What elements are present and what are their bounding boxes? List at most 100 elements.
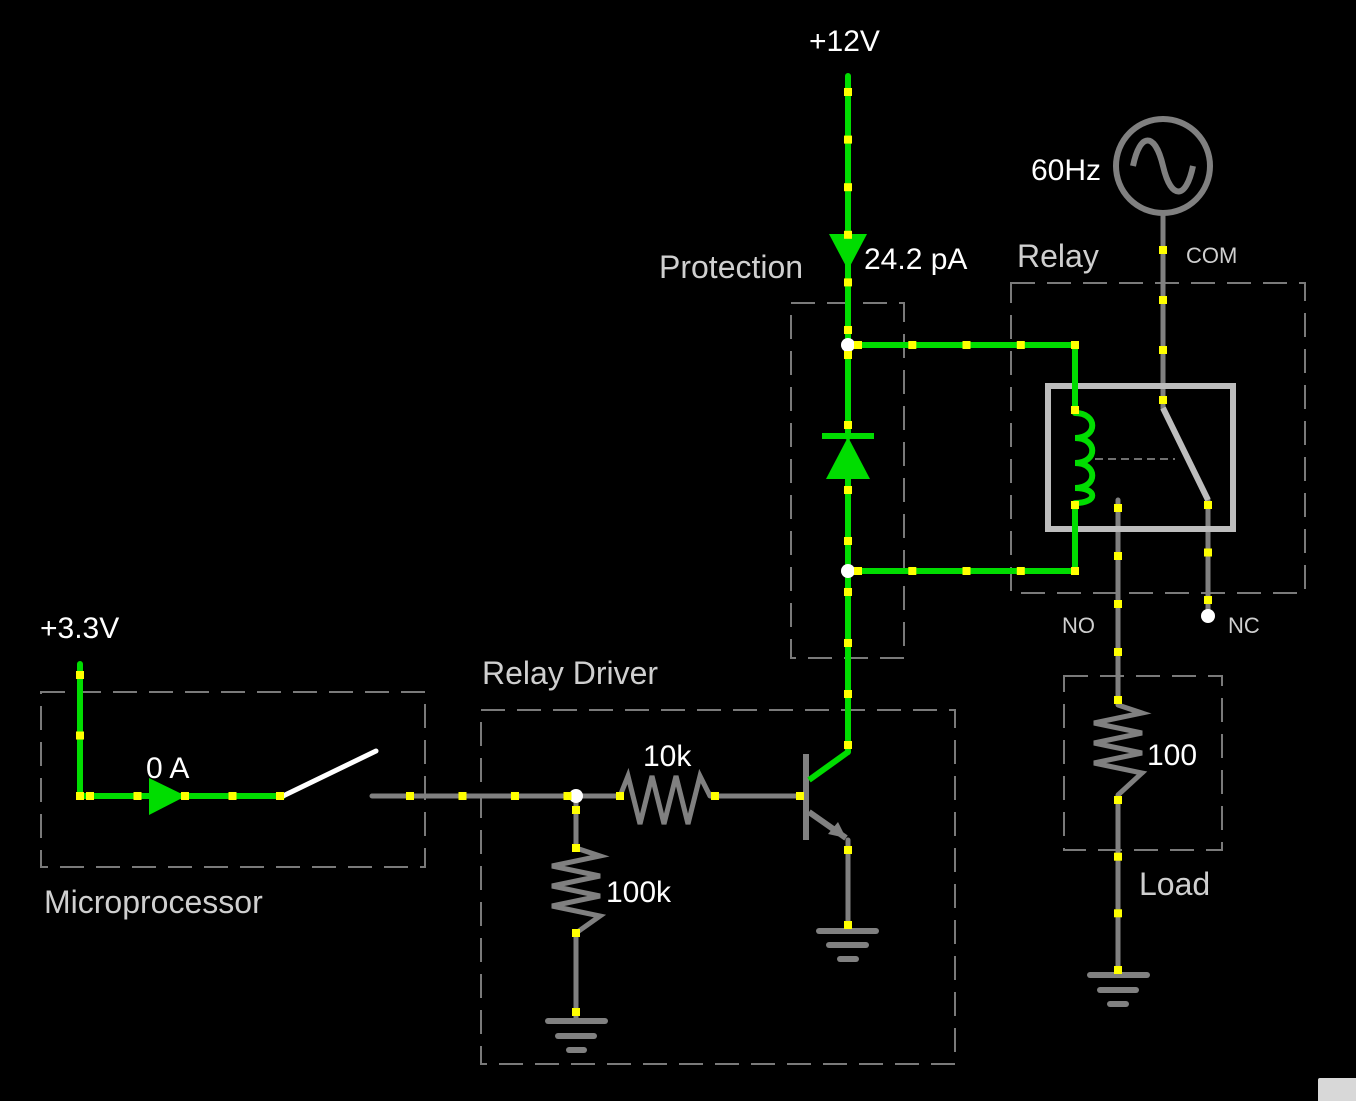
resistor-10k-label: 10k: [643, 740, 692, 773]
current-dot: [458, 792, 467, 800]
ground-load-icon: [1087, 972, 1150, 1007]
resistor-100-zigzag[interactable]: [1093, 702, 1152, 797]
group-box-relay: [1010, 282, 1306, 594]
current-dot: [1114, 796, 1122, 804]
current-dot: [1114, 552, 1122, 560]
group-label-protection: Protection: [659, 249, 804, 285]
ground-emitter-icon: [816, 928, 879, 962]
junction-node: [841, 564, 855, 578]
current-dot: [1114, 648, 1122, 656]
ac-source[interactable]: [1113, 116, 1213, 216]
junction-node: [569, 789, 583, 803]
current-dot: [844, 690, 852, 698]
current-dot: [1114, 909, 1122, 918]
current-dots: [76, 88, 1212, 1016]
relay-com-label: COM: [1186, 243, 1238, 268]
group-label-load: Load: [1139, 866, 1211, 902]
current-dot: [1114, 852, 1122, 861]
current-dot: [511, 792, 519, 800]
ground-pulldown-icon: [545, 1018, 608, 1053]
current-dot: [1204, 501, 1212, 509]
current-dot: [908, 567, 917, 575]
current-dot: [572, 1008, 580, 1016]
wire-coil-top: [845, 342, 1078, 416]
current-dot: [181, 792, 189, 800]
relay-body[interactable]: [1045, 383, 1236, 532]
current-dot: [572, 806, 580, 814]
group-box-microprocessor: [40, 691, 426, 868]
wire-coil-bottom: [845, 500, 1078, 574]
resistor-10k-zigzag[interactable]: [617, 767, 713, 825]
current-dot: [844, 135, 852, 144]
current-arrow-top-icon: [829, 234, 867, 270]
current-dot: [276, 792, 284, 800]
resistor-100k-zigzag[interactable]: [551, 845, 610, 936]
current-dot: [962, 567, 971, 575]
current-dot: [844, 278, 852, 287]
current-dot: [962, 341, 971, 349]
current-dot: [844, 326, 852, 334]
current-dot: [133, 792, 142, 800]
current-dot: [1114, 600, 1122, 608]
input-switch[interactable]: [280, 748, 379, 799]
corner-widget[interactable]: [1318, 1078, 1356, 1101]
relay-no-label: NO: [1062, 613, 1095, 638]
npn-transistor[interactable]: [803, 754, 848, 841]
current-dot: [844, 588, 852, 596]
vcc-12v-label: +12V: [809, 25, 880, 58]
group-box-relay-driver: [480, 709, 956, 1065]
current-dot: [76, 792, 84, 800]
current-dot: [844, 230, 852, 239]
current-dot: [844, 537, 852, 545]
current-dot: [854, 567, 862, 575]
current-dot: [572, 844, 580, 852]
group-label-microprocessor: Microprocessor: [44, 884, 263, 920]
current-dot: [1071, 567, 1079, 575]
current-dot: [844, 421, 852, 429]
current-dot: [844, 741, 852, 749]
current-dot: [1114, 696, 1122, 704]
current-dot: [1071, 501, 1079, 509]
current-arrow-switch-icon: [149, 778, 186, 815]
current-dot: [844, 183, 852, 192]
current-dot: [854, 341, 862, 349]
current-dot: [711, 792, 719, 800]
relay-nc-label: NC: [1228, 613, 1260, 638]
current-dot: [844, 846, 852, 854]
vcc-3v3-label: +3.3V: [40, 612, 120, 645]
current-dot: [406, 792, 414, 800]
current-dot: [1016, 341, 1025, 349]
relay-coil: [1074, 410, 1096, 506]
nc-terminal[interactable]: [1201, 609, 1215, 623]
current-dot: [1159, 396, 1167, 404]
resistor-100k-label: 100k: [606, 876, 672, 909]
current-dot: [1159, 296, 1167, 304]
transistor-collector: [807, 749, 850, 783]
sine-icon: [1130, 137, 1196, 195]
ac-frequency-label: 60Hz: [1031, 154, 1102, 187]
current-dot: [76, 731, 84, 740]
current-dot: [1071, 406, 1079, 414]
group-label-relay: Relay: [1017, 238, 1099, 274]
current-dot: [572, 929, 580, 937]
current-readout-switch: 0 A: [146, 752, 190, 785]
current-dot: [228, 792, 237, 800]
relay-contact-arm[interactable]: [1160, 406, 1211, 502]
current-dot: [908, 341, 917, 349]
current-dot: [844, 351, 852, 359]
current-dot: [1114, 504, 1122, 512]
group-label-relay-driver: Relay Driver: [482, 655, 659, 691]
current-dot: [844, 639, 852, 647]
current-dot: [1159, 346, 1167, 354]
protection-diode[interactable]: [822, 433, 874, 479]
current-dot: [1016, 567, 1025, 575]
current-dot: [844, 921, 852, 929]
current-dot: [1204, 596, 1212, 604]
group-box-load: [1063, 675, 1223, 851]
current-dot: [1159, 246, 1167, 254]
junction-node: [841, 338, 855, 352]
current-dot: [844, 88, 852, 96]
ground-symbols: [545, 928, 1150, 1053]
current-dot: [1071, 341, 1079, 349]
